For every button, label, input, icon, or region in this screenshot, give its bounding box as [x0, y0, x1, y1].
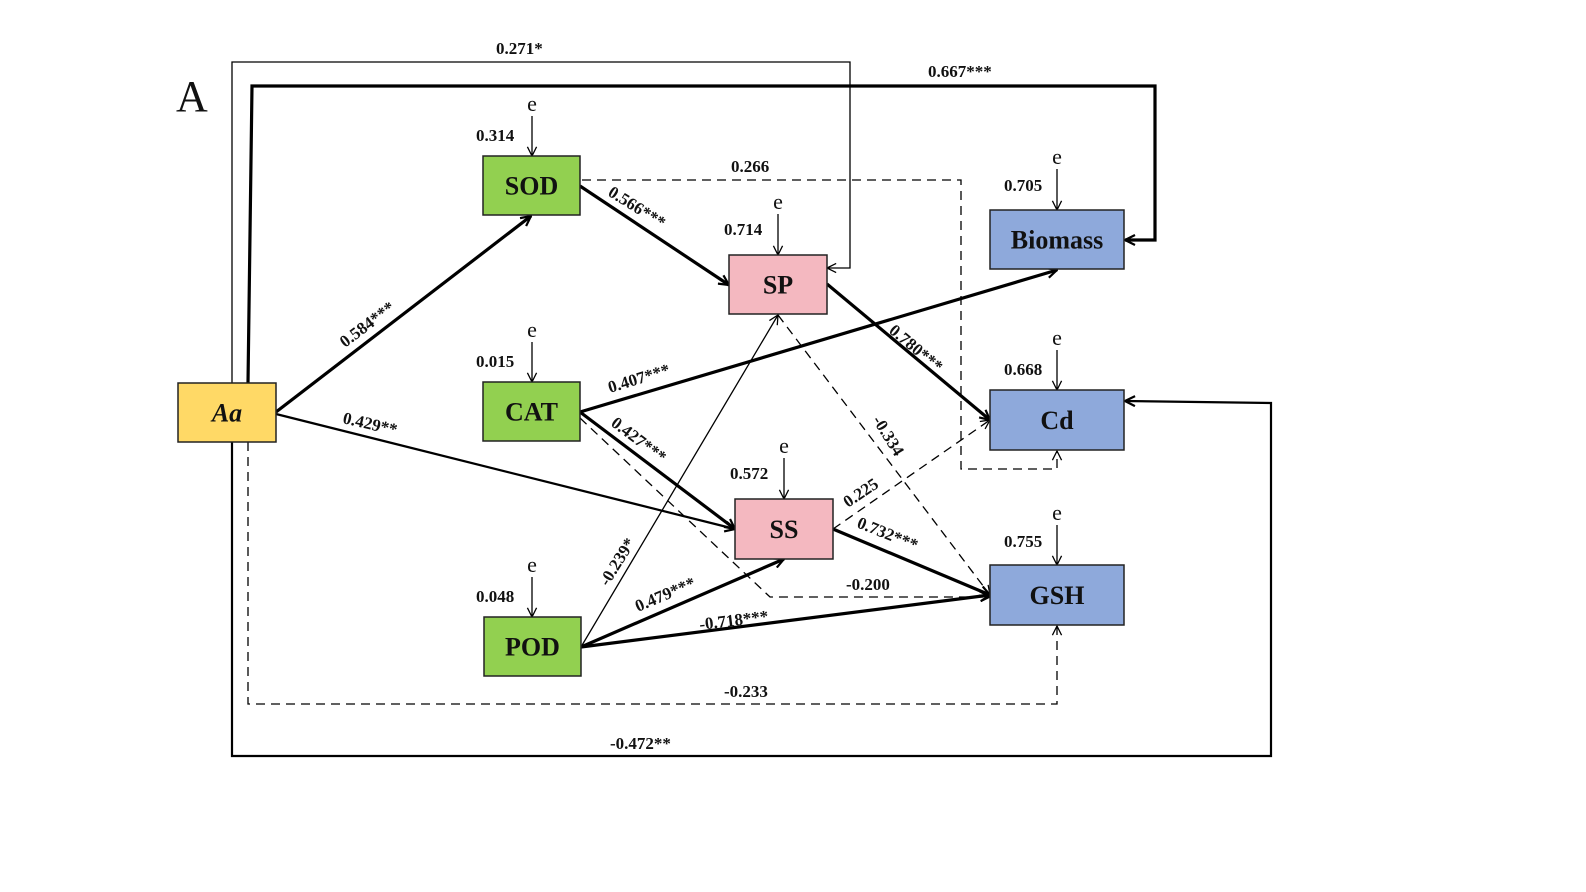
- path-coefficient-aa-sp: 0.271*: [496, 39, 543, 58]
- node-label-biomass: Biomass: [1011, 226, 1103, 255]
- error-symbol: e: [527, 91, 537, 116]
- node-box-cat: [482, 381, 581, 442]
- path-coefficient-aa-cd: -0.472**: [610, 734, 671, 753]
- node-label-cd: Cd: [1040, 406, 1074, 435]
- error-symbol: e: [1052, 325, 1062, 350]
- path-coefficient-sod-cd: 0.266: [731, 157, 769, 176]
- node-aa: Aa: [177, 382, 277, 443]
- path-coefficient-pod-sp: -0.239*: [595, 535, 639, 590]
- node-box-sp: [728, 254, 828, 315]
- r-squared-ss: 0.572: [730, 464, 768, 483]
- path-arrow-cat-ss: [579, 410, 735, 529]
- path-arrow-ss-cd: [832, 420, 990, 530]
- error-term-gsh: e 0.755: [1004, 500, 1062, 565]
- path-arrow-aa-gsh: [247, 442, 1057, 705]
- r-squared-biomass: 0.705: [1004, 176, 1042, 195]
- r-squared-sod: 0.314: [476, 126, 515, 145]
- node-cd: Cd: [989, 389, 1125, 451]
- path-coefficient-ss-cd: 0.225: [840, 474, 882, 511]
- node-box-sod: [482, 155, 581, 216]
- error-term-biomass: e 0.705: [1004, 144, 1062, 210]
- error-term-sp: e 0.714: [724, 189, 783, 255]
- node-cat: CAT: [482, 381, 581, 442]
- error-term-cat: e 0.015: [476, 317, 537, 382]
- r-squared-cat: 0.015: [476, 352, 514, 371]
- error-symbol: e: [773, 189, 783, 214]
- node-box-gsh: [989, 564, 1125, 626]
- path-arrow-aa-cd: [230, 401, 1273, 758]
- node-label-cat: CAT: [505, 398, 558, 427]
- path-coefficient-cat-biomass: 0.407***: [606, 360, 673, 397]
- node-box-biomass: [989, 209, 1125, 270]
- path-arrow-aa-sp: [231, 61, 851, 383]
- path-coefficient-aa-biomass: 0.667***: [928, 62, 992, 81]
- r-squared-cd: 0.668: [1004, 360, 1042, 379]
- path-arrow-sp-gsh: [777, 314, 990, 595]
- path-arrow-aa-biomass: [246, 84, 1157, 384]
- error-symbol: e: [1052, 144, 1062, 169]
- node-pod: POD: [483, 616, 582, 677]
- node-box-ss: [734, 498, 834, 560]
- node-box-pod: [483, 616, 582, 677]
- node-label-pod: POD: [505, 633, 560, 662]
- error-term-sod: e 0.314: [476, 91, 537, 156]
- path-coefficient-sp-gsh: -0.334: [869, 412, 909, 460]
- error-symbol: e: [779, 433, 789, 458]
- node-box-cd: [989, 389, 1125, 451]
- path-coefficient-aa-ss: 0.429**: [341, 408, 399, 439]
- path-arrow-sod-cd: [582, 179, 1057, 470]
- error-symbol: e: [527, 552, 537, 577]
- node-label-ss: SS: [770, 515, 799, 544]
- node-biomass: Biomass: [989, 209, 1125, 270]
- path-arrow-sod-sp: [579, 184, 729, 285]
- node-ss: SS: [734, 498, 834, 560]
- path-coefficient-ss-gsh: 0.732***: [855, 513, 921, 554]
- r-squared-pod: 0.048: [476, 587, 514, 606]
- error-symbol: e: [527, 317, 537, 342]
- path-arrow-aa-ss: [275, 412, 735, 529]
- node-box-aa: [177, 382, 277, 443]
- node-sod: SOD: [482, 155, 581, 216]
- node-sp: SP: [728, 254, 828, 315]
- path-arrow-ss-gsh: [832, 527, 990, 595]
- panel-label: A: [176, 72, 208, 121]
- error-symbol: e: [1052, 500, 1062, 525]
- path-coefficient-cat-gsh: -0.200: [846, 575, 890, 594]
- path-arrow-cat-gsh: [579, 417, 990, 597]
- path-arrow-sp-cd: [825, 282, 990, 420]
- node-label-aa: Aa: [210, 399, 242, 428]
- path-arrow-pod-gsh: [580, 595, 990, 649]
- path-arrow-aa-sod: [275, 216, 531, 414]
- node-label-gsh: GSH: [1030, 581, 1085, 610]
- path-coefficient-sp-cd: 0.780***: [885, 321, 946, 377]
- path-arrow-pod-ss: [580, 559, 784, 649]
- r-squared-sp: 0.714: [724, 220, 763, 239]
- error-term-pod: e 0.048: [476, 552, 537, 617]
- path-coefficient-aa-gsh: -0.233: [724, 682, 768, 701]
- path-coefficient-pod-gsh: -0.718***: [698, 607, 769, 634]
- path-arrow-cat-biomass: [579, 270, 1057, 414]
- r-squared-gsh: 0.755: [1004, 532, 1042, 551]
- error-term-ss: e 0.572: [730, 433, 789, 499]
- node-label-sp: SP: [763, 271, 793, 300]
- path-arrow-pod-sp: [580, 315, 778, 648]
- node-label-sod: SOD: [505, 172, 558, 201]
- error-term-cd: e 0.668: [1004, 325, 1062, 390]
- node-gsh: GSH: [989, 564, 1125, 626]
